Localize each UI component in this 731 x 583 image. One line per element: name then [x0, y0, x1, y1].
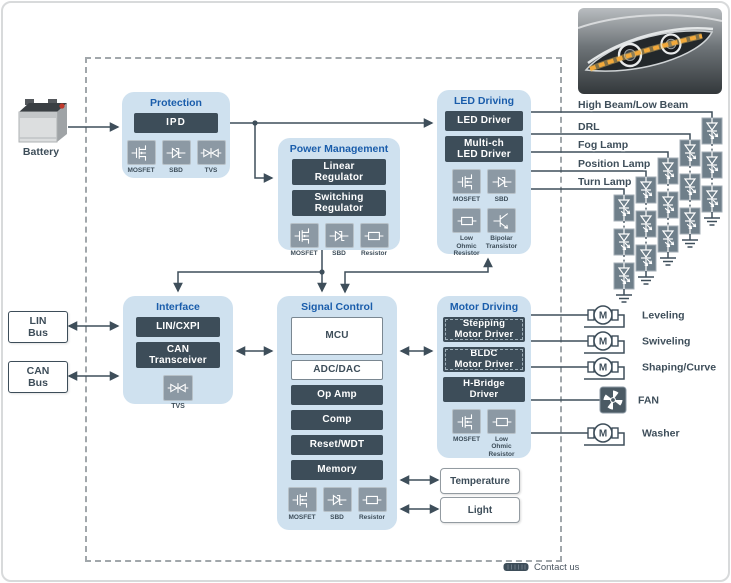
sbd-icon: SBD [324, 223, 354, 257]
bipolar-transistor-icon: Bipolar Transistor [486, 208, 517, 250]
sbd-icon: SBD [487, 169, 517, 203]
resistor-icon: Resistor [359, 223, 389, 257]
tvs-icon: TVS [196, 140, 226, 174]
panel-title: Power Management [289, 143, 389, 155]
panel-title: Motor Driving [449, 301, 519, 313]
chip-bldc-motor-driver[interactable]: BLDC Motor Driver [443, 347, 525, 372]
panel-protection: Protection IPD MOSFET SBD TVS [122, 92, 230, 178]
panel-title: Signal Control [301, 301, 373, 313]
mosfet-icon: MOSFET [452, 409, 482, 443]
chip-h-bridge-driver[interactable]: H-Bridge Driver [443, 377, 525, 402]
contact-us[interactable]: Contact us [502, 561, 579, 573]
panel-led-driving: LED Driving LED Driver Multi-ch LED Driv… [437, 90, 531, 257]
chip-mcu[interactable]: MCU [291, 317, 383, 355]
lin-bus-box: LIN Bus [8, 311, 68, 343]
chip-lin-cxpi[interactable]: LIN/CXPI [136, 317, 220, 337]
module-dashed-boundary [85, 57, 562, 562]
chip-memory[interactable]: Memory [291, 460, 383, 480]
panel-title: Interface [156, 301, 200, 313]
contact-us-label[interactable]: Contact us [534, 561, 580, 573]
chip-reset-wdt[interactable]: Reset/WDT [291, 435, 383, 455]
low-ohmic-resistor-icon: Low Ohmic Resistor [487, 409, 517, 458]
panel-title: Protection [150, 97, 202, 109]
chip-op-amp[interactable]: Op Amp [291, 385, 383, 405]
mosfet-icon: MOSFET [126, 140, 156, 174]
panel-interface: Interface LIN/CXPI CAN Transceiver TVS [123, 296, 233, 410]
panel-power-management: Power Management Linear Regulator Switch… [278, 138, 400, 257]
mosfet-icon: MOSFET [287, 487, 317, 521]
chip-ipd[interactable]: IPD [134, 113, 218, 133]
chip-icon [503, 563, 529, 571]
chip-comp[interactable]: Comp [291, 410, 383, 430]
resistor-icon: Resistor [357, 487, 387, 521]
chip-switching-regulator[interactable]: Switching Regulator [292, 190, 386, 216]
tvs-icon: TVS [163, 375, 193, 411]
chip-led-driver[interactable]: LED Driver [445, 111, 523, 131]
chip-adc-dac[interactable]: ADC/DAC [291, 360, 383, 380]
low-ohmic-resistor-icon: Low Ohmic Resistor [452, 208, 482, 257]
sbd-icon: SBD [322, 487, 352, 521]
light-box: Light [440, 497, 520, 523]
panel-title: LED Driving [453, 95, 515, 107]
headlamp-photo [578, 8, 722, 94]
chip-stepping-motor-driver[interactable]: Stepping Motor Driver [443, 317, 525, 342]
panel-motor-driving: Motor Driving Stepping Motor Driver BLDC… [437, 296, 531, 458]
temperature-box: Temperature [440, 468, 520, 494]
sbd-icon: SBD [161, 140, 191, 174]
battery-icon [18, 99, 67, 143]
chip-linear-regulator[interactable]: Linear Regulator [292, 159, 386, 185]
battery-label: Battery [22, 146, 60, 158]
chip-can-transceiver[interactable]: CAN Transceiver [136, 342, 220, 368]
mosfet-icon: MOSFET [452, 169, 482, 203]
panel-signal-control: Signal Control MCU ADC/DAC Op Amp Comp R… [277, 296, 397, 530]
mosfet-icon: MOSFET [289, 223, 319, 257]
can-bus-box: CAN Bus [8, 361, 68, 393]
chip-multich-led-driver[interactable]: Multi-ch LED Driver [445, 136, 523, 162]
